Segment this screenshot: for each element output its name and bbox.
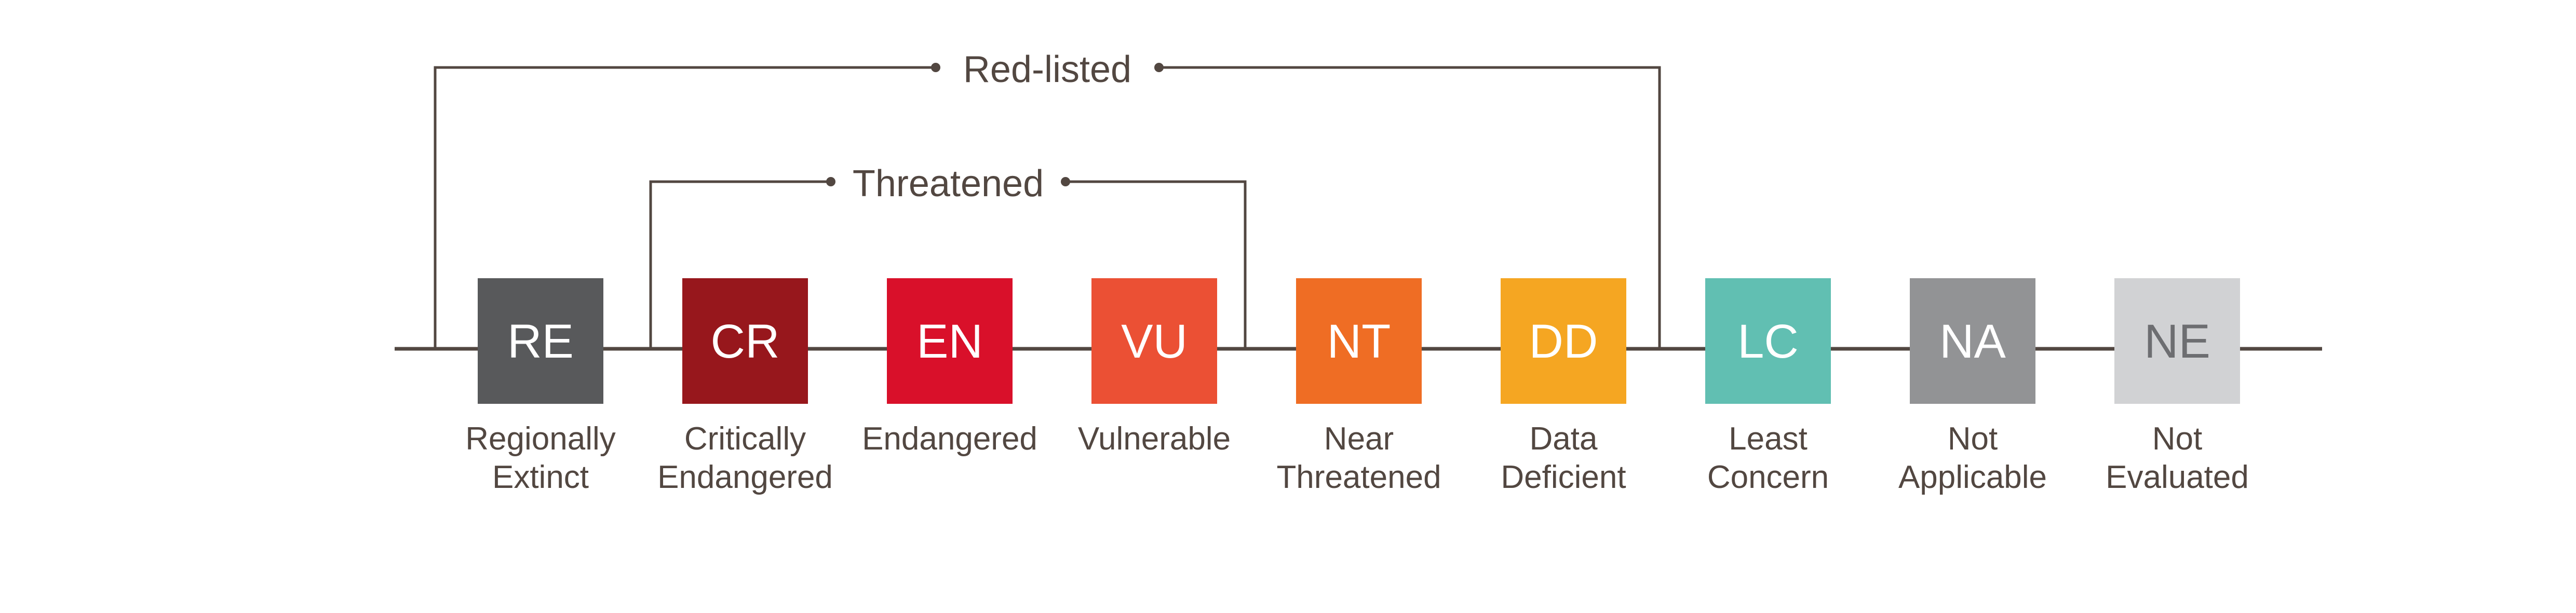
category-name-ne: Not [2152,421,2202,457]
category-name-lc: Concern [1707,459,1829,495]
category-box-lc [1705,278,1831,404]
category-name-cr: Critically [684,421,806,457]
category-name-ne: Evaluated [2106,459,2249,495]
category-name-nt: Near [1324,421,1394,457]
threatened-bracket: Threatened [649,163,1247,349]
red-listed-bracket: Red-listed [434,49,1661,349]
category-name-vu: Vulnerable [1078,421,1231,457]
category-name-na: Applicable [1898,459,2047,495]
category-box-en [887,278,1013,404]
red-listed-bracket-right [1159,66,1661,349]
category-box-nt [1296,278,1422,404]
category-name-dd: Data [1530,421,1598,457]
category-box-dd [1501,278,1626,404]
category-box-vu [1091,278,1217,404]
category-code-lc: LC [1737,315,1799,368]
category-name-cr: Endangered [657,459,833,495]
category-name-na: Not [1948,421,1998,457]
category-list: RERegionallyExtinctCRCriticallyEndangere… [465,278,2249,495]
category-box-cr [682,278,808,404]
threatened-bracket-right [1066,180,1247,349]
category-vu: VU Vulnerable [1078,278,1231,457]
category-name-re: Extinct [492,459,589,495]
threatened-label: Threatened [853,163,1044,205]
threatened-bracket-dot-right [1061,177,1070,186]
threatened-bracket-left [649,180,831,349]
category-name-en: Endangered [862,421,1037,457]
category-code-na: NA [1939,315,2006,368]
red-listed-label: Red-listed [963,49,1131,90]
category-name-lc: Least [1729,421,1808,457]
red-listed-bracket-left [434,66,936,349]
category-code-re: RE [507,315,574,368]
threatened-bracket-dot-left [826,177,835,186]
category-name-nt: Threatened [1276,459,1441,495]
category-name-re: Regionally [465,421,616,457]
category-box-re [478,278,603,404]
category-code-vu: VU [1121,315,1188,368]
red-listed-bracket-dot-left [931,63,940,72]
category-box-na [1910,278,2035,404]
category-code-dd: DD [1529,315,1598,368]
category-code-ne: NE [2144,315,2210,368]
category-en: EN Endangered [862,278,1037,457]
red-listed-bracket-dot-right [1154,63,1164,72]
category-box-ne [2114,278,2240,404]
category-name-dd: Deficient [1501,459,1626,495]
category-code-en: EN [916,315,983,368]
category-code-cr: CR [711,315,780,368]
category-code-nt: NT [1327,315,1391,368]
